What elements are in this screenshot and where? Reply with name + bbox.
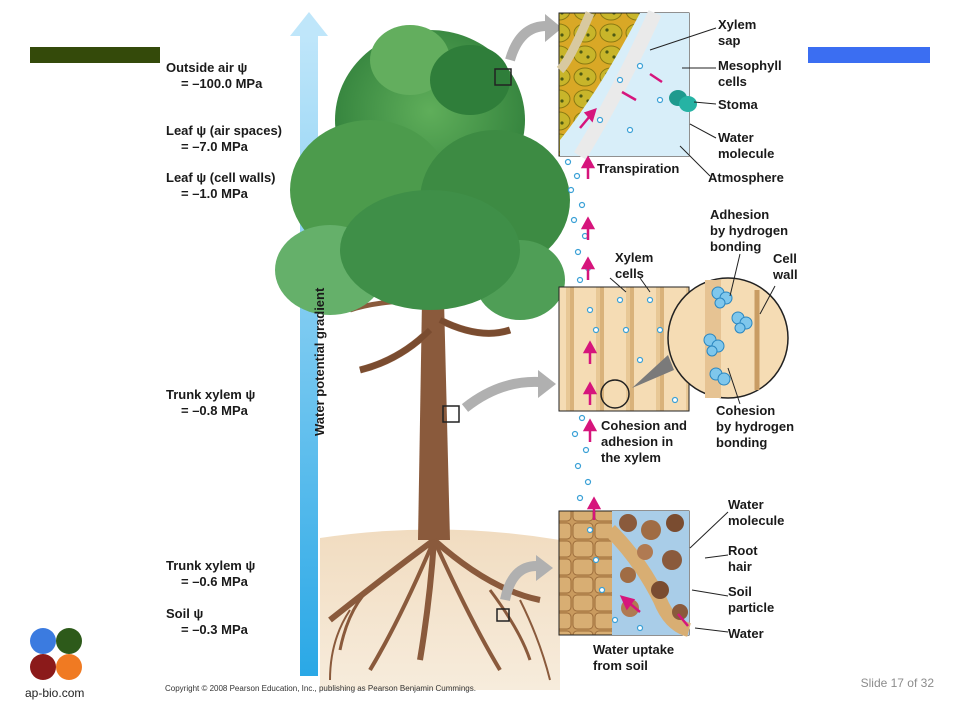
flow-arrows <box>579 72 689 627</box>
trunk-marker <box>442 405 460 423</box>
leaf-air-label: Leaf ψ (air spaces) <box>166 123 283 138</box>
root-marker <box>496 608 510 622</box>
leader-lines <box>609 27 776 633</box>
xylem-inset <box>558 277 789 412</box>
roots <box>328 537 551 681</box>
ap-bio-logo-icon <box>30 628 82 680</box>
header-bar-left <box>30 47 160 63</box>
transpiration-label: Transpiration <box>597 161 680 176</box>
trunk-lower-label: Trunk xylem ψ <box>166 558 256 573</box>
tree-crown <box>275 25 570 320</box>
leaf-wall-value: = –1.0 MPa <box>181 186 248 201</box>
outside-air-label: Outside air ψ <box>166 60 248 75</box>
water-label: Water <box>728 626 764 641</box>
tree-trunk <box>418 300 450 540</box>
water-molecule-trail <box>564 62 679 632</box>
trunk-lower-value: = –0.6 MPa <box>181 574 248 589</box>
trunk-upper-label: Trunk xylem ψ <box>166 387 256 402</box>
root-inset <box>558 510 692 637</box>
slide-number: Slide 17 of 32 <box>860 676 934 690</box>
soil-label: Soil ψ <box>166 606 204 621</box>
leaf-inset <box>556 10 697 160</box>
leaf-air-value: = –7.0 MPa <box>181 139 248 154</box>
leaf-marker <box>494 68 512 86</box>
trunk-upper-value: = –0.8 MPa <box>181 403 248 418</box>
header-bar-right <box>808 47 930 63</box>
hydrogen-bond-molecules <box>703 286 753 386</box>
stoma-label: Stoma <box>718 97 758 112</box>
copyright-notice: Copyright © 2008 Pearson Education, Inc.… <box>165 684 476 693</box>
leaf-wall-label: Leaf ψ (cell walls) <box>166 170 276 185</box>
outside-air-value: = –100.0 MPa <box>181 76 263 91</box>
gradient-label: Water potential gradient <box>312 287 327 436</box>
soil-value: = –0.3 MPa <box>181 622 248 637</box>
atmosphere-label: Atmosphere <box>708 170 784 185</box>
logo-text: ap-bio.com <box>25 686 85 700</box>
